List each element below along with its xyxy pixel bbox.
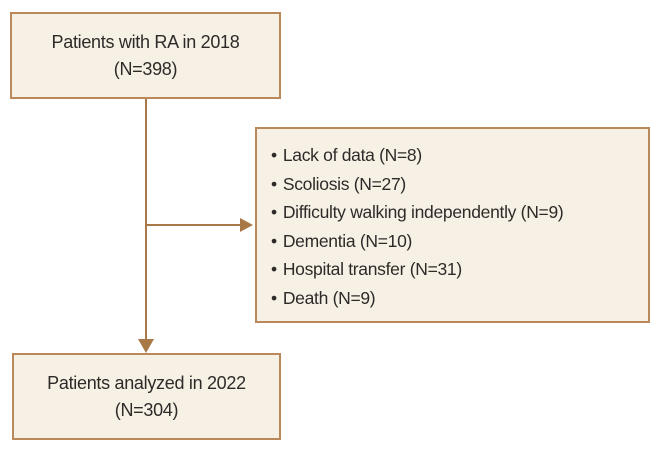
exclusion-item-label: Scoliosis (N=27) bbox=[282, 173, 406, 194]
box-exclusions: • Lack of data (N=8) • Scoliosis (N=27) … bbox=[255, 127, 650, 323]
exclusion-item: • Scoliosis (N=27) bbox=[271, 170, 634, 199]
bullet-icon: • bbox=[271, 145, 277, 165]
connector-vertical-line bbox=[145, 99, 147, 340]
box-patients-2022-count: (N=304) bbox=[114, 399, 179, 420]
box-patients-2022: Patients analyzed in 2022 (N=304) bbox=[12, 353, 281, 440]
box-patients-2018: Patients with RA in 2018 (N=398) bbox=[10, 12, 281, 99]
arrowhead-right-icon bbox=[240, 218, 253, 232]
exclusion-item: • Dementia (N=10) bbox=[271, 227, 634, 256]
exclusion-item-label: Lack of data (N=8) bbox=[282, 145, 422, 165]
exclusion-item: • Difficulty walking independently (N=9) bbox=[271, 198, 634, 227]
exclusion-item-label: Death (N=9) bbox=[282, 287, 376, 308]
connector-horizontal-line bbox=[145, 224, 241, 226]
box-patients-2018-title: Patients with RA in 2018 bbox=[51, 31, 240, 52]
exclusion-item: • Hospital transfer (N=31) bbox=[271, 255, 634, 284]
exclusion-list: • Lack of data (N=8) • Scoliosis (N=27) … bbox=[271, 141, 634, 312]
box-patients-2018-count: (N=398) bbox=[113, 58, 178, 79]
bullet-icon: • bbox=[271, 287, 277, 308]
exclusion-item-label: Difficulty walking independently (N=9) bbox=[282, 202, 564, 222]
exclusion-item: • Lack of data (N=8) bbox=[271, 141, 634, 170]
arrowhead-down-icon bbox=[138, 339, 154, 353]
bullet-icon: • bbox=[271, 259, 277, 279]
bullet-icon: • bbox=[271, 230, 277, 251]
bullet-icon: • bbox=[271, 173, 277, 194]
exclusion-item: • Death (N=9) bbox=[271, 284, 634, 313]
exclusion-item-label: Dementia (N=10) bbox=[282, 230, 413, 251]
box-patients-2022-title: Patients analyzed in 2022 bbox=[47, 372, 246, 393]
exclusion-item-label: Hospital transfer (N=31) bbox=[282, 259, 462, 279]
bullet-icon: • bbox=[271, 202, 277, 222]
